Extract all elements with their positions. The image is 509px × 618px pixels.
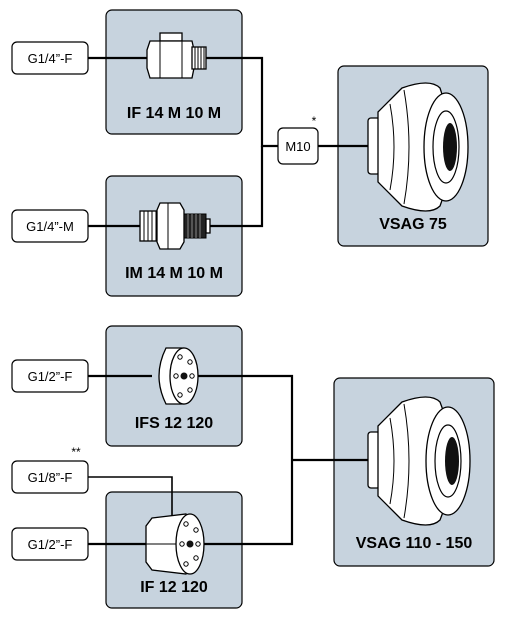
input-port-g14-m bbox=[11, 209, 89, 243]
suction-cup-vsag-110-150-icon bbox=[367, 396, 471, 526]
thread-label-m10: M10 bbox=[285, 139, 310, 154]
thread-box-m10 bbox=[277, 127, 319, 165]
adapter-label-im-14-m-10-m: IM 14 M 10 M bbox=[125, 265, 223, 282]
wire-if12-to-cup bbox=[200, 460, 294, 546]
port-double-asterisk: ** bbox=[71, 445, 81, 459]
adapter-label-if-14-m-10-m: IF 14 M 10 M bbox=[127, 105, 221, 122]
input-port-g18-f-label: G1/8”-F bbox=[28, 470, 73, 485]
input-port-g18-f bbox=[11, 460, 89, 494]
adapter-im-14-m-10-m-icon bbox=[139, 202, 211, 250]
adapter-label-ifs-12-120: IFS 12 120 bbox=[135, 415, 213, 432]
cup-label-vsag-110-150: VSAG 110 - 150 bbox=[356, 535, 473, 552]
cup-label-vsag-75: VSAG 75 bbox=[379, 216, 447, 233]
input-port-g14-f-label: G1/4”-F bbox=[28, 51, 73, 66]
input-port-g12-f-bottom bbox=[11, 527, 89, 561]
input-port-g12-f-top-label: G1/2”-F bbox=[28, 369, 73, 384]
thread-asterisk: * bbox=[312, 114, 317, 128]
input-port-g12-f-bottom-label: G1/2”-F bbox=[28, 537, 73, 552]
wire-if-to-m10 bbox=[206, 56, 278, 148]
wire-im-to-m10 bbox=[210, 146, 264, 228]
wire-g18f-to-if12 bbox=[88, 476, 173, 516]
adapter-ifs-12-120-icon bbox=[158, 347, 199, 405]
input-port-g14-m-label: G1/4”-M bbox=[26, 219, 74, 234]
adapter-if-14-m-10-m-icon bbox=[146, 32, 207, 79]
adapter-label-if-12-120: IF 12 120 bbox=[140, 579, 208, 596]
wire-ifs-to-cup bbox=[196, 374, 294, 460]
input-port-g12-f-top bbox=[11, 359, 89, 393]
suction-cup-vsag-75-icon bbox=[367, 82, 469, 212]
adapter-if-12-120-icon bbox=[145, 513, 205, 575]
input-port-g14-f bbox=[11, 41, 89, 75]
